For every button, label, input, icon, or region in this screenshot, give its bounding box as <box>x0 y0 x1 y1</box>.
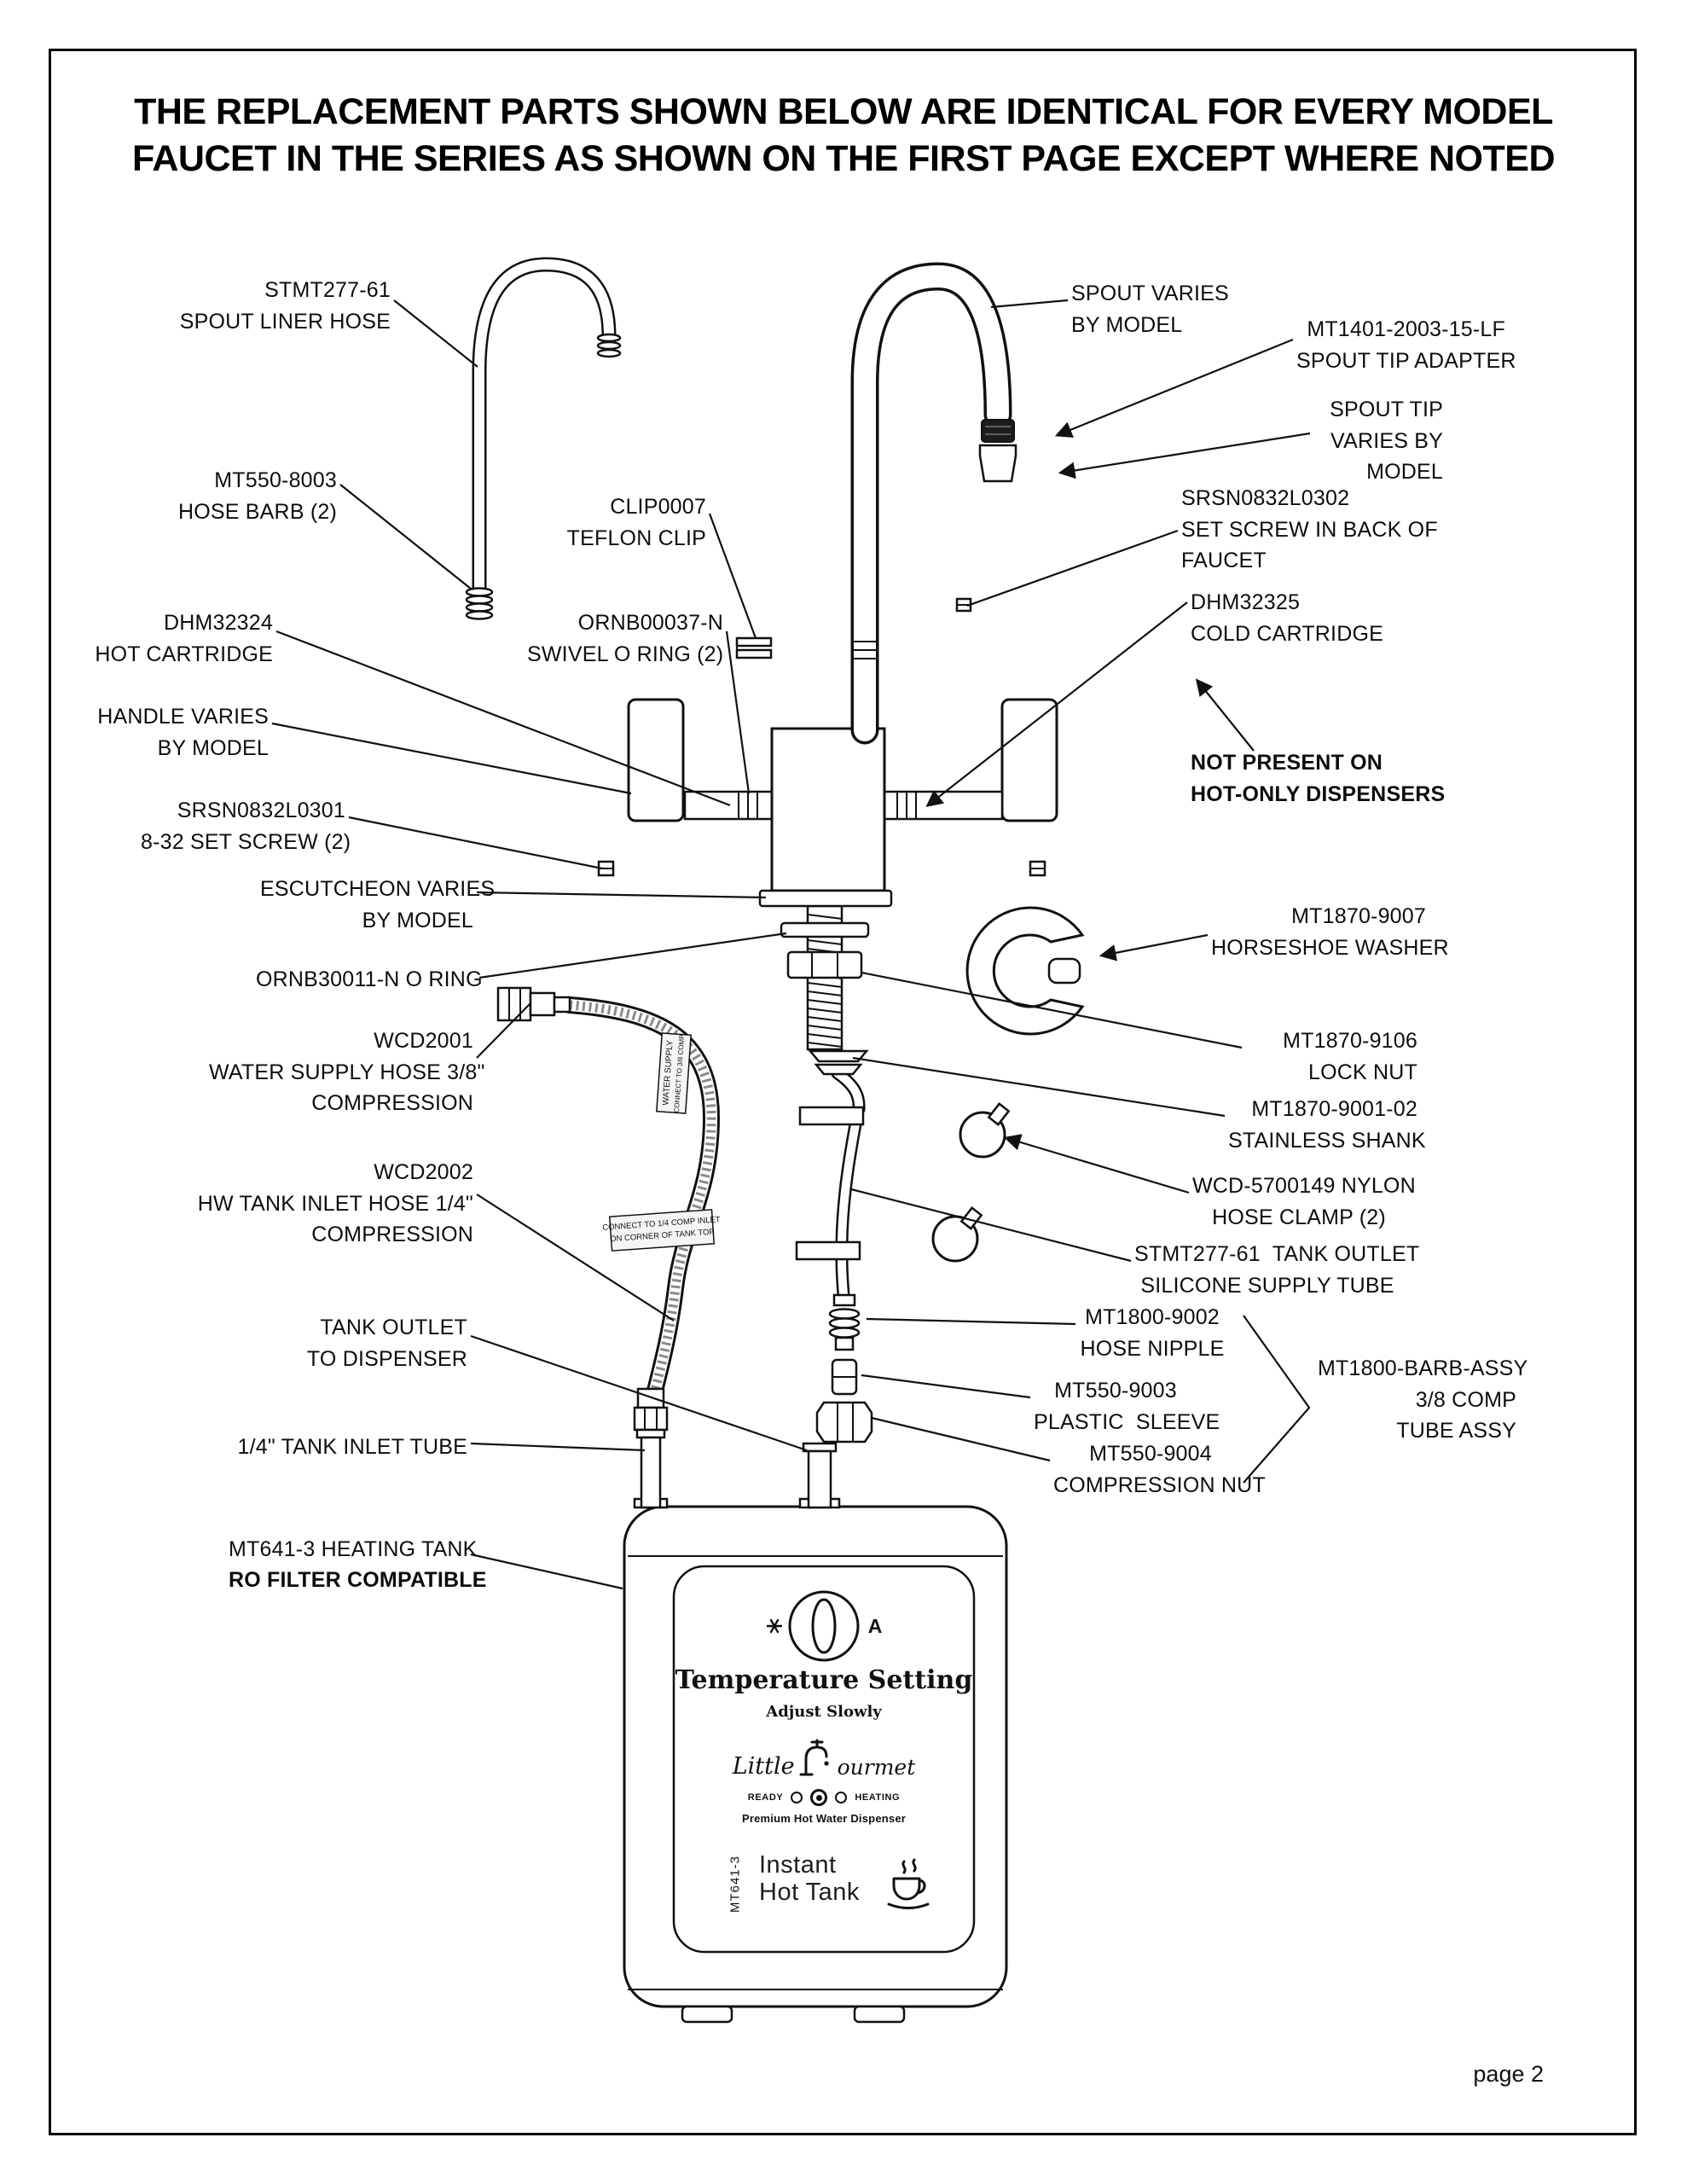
label-tank-outlet: TANK OUTLET TO DISPENSER <box>306 1316 467 1371</box>
plastic-sleeve-drawing <box>831 1358 858 1396</box>
tank-outlet-tube-drawing <box>795 1066 866 1302</box>
brand-little: Little <box>732 1753 795 1780</box>
hot-symbol-a: A <box>868 1615 883 1637</box>
label-ro-filter-compatible: RO FILTER COMPATIBLE <box>229 1568 487 1592</box>
hose-clamp-drawing-2 <box>931 1206 983 1263</box>
hot-tank-line: Hot Tank <box>759 1879 860 1907</box>
faucet-body-block <box>770 727 886 892</box>
brand-ourmet: ourmet <box>837 1755 916 1780</box>
label-spout-tip-varies: SPOUT TIP VARIES BY MODEL <box>1330 398 1443 484</box>
label-teflon-clip: CLIP0007 TEFLON CLIP <box>566 495 706 550</box>
label-spout-varies: SPOUT VARIES BY MODEL <box>1071 282 1229 337</box>
label-handle-varies: HANDLE VARIES BY MODEL <box>97 705 269 760</box>
tank-adjust-slowly: Adjust Slowly <box>766 1703 882 1721</box>
faucet-logo-icon <box>799 1739 829 1776</box>
label-escutcheon: ESCUTCHEON VARIES BY MODEL <box>260 877 496 932</box>
right-handle-drawing <box>1000 698 1058 822</box>
tank-model-vertical: MT641-3 <box>728 1855 743 1914</box>
coffee-cup-icon <box>887 1858 930 1909</box>
spout-drawing <box>735 262 1017 745</box>
label-hose-clamp: WCD-5700149 NYLON HOSE CLAMP (2) <box>1192 1174 1416 1229</box>
instant-hot-tank-wordmark: Instant Hot Tank <box>759 1851 860 1907</box>
faucet-body-drawing <box>597 698 1058 908</box>
indicator-row: READY HEATING <box>674 1786 974 1809</box>
label-tank-inlet-tube: 1/4" TANK INLET TUBE <box>237 1435 467 1459</box>
tank-foot-left <box>681 2005 733 2024</box>
label-compression-nut: MT550-9004 COMPRESSION NUT <box>1053 1442 1266 1497</box>
label-not-present: NOT PRESENT ON HOT-ONLY DISPENSERS <box>1191 751 1446 806</box>
title-line-1: THE REPLACEMENT PARTS SHOWN BELOW ARE ID… <box>134 91 1553 132</box>
dial-knob <box>811 1598 837 1654</box>
ready-label: READY <box>747 1792 784 1803</box>
horseshoe-washer-drawing <box>965 906 1085 1036</box>
ready-light <box>791 1792 803 1804</box>
power-indicator <box>810 1789 828 1806</box>
title-line-2: FAUCET IN THE SERIES AS SHOWN ON THE FIR… <box>131 138 1556 180</box>
page-title: THE REPLACEMENT PARTS SHOWN BELOW ARE ID… <box>0 89 1687 183</box>
instant-line: Instant <box>759 1851 837 1879</box>
label-set-screw-back: SRSN0832L0302 SET SCREW IN BACK OF FAUCE… <box>1181 486 1438 572</box>
svg-text:WATER SUPPLY: WATER SUPPLY <box>661 1040 675 1106</box>
heating-tank-drawing: A <box>623 1497 1008 2024</box>
label-hot-cartridge: DHM32324 HOT CARTRIDGE <box>95 611 273 666</box>
spout-tip-adapter-drawing <box>981 419 1015 443</box>
tank-temperature-setting: Temperature Setting <box>675 1665 973 1695</box>
label-heating-tank: MT641-3 HEATING TANK <box>229 1537 478 1561</box>
label-hose-nipple: MT1800-9002 HOSE NIPPLE <box>1080 1305 1225 1361</box>
barb-fitting-lower <box>795 1240 861 1261</box>
tank-outlet-pipe-drawing <box>802 1442 838 1509</box>
spout-liner-hose-drawing <box>465 257 622 620</box>
label-silicone-tube: STMT277-61 TANK OUTLET SILICONE SUPPLY T… <box>1134 1242 1420 1298</box>
label-spout-liner-hose: STMT277-61 SPOUT LINER HOSE <box>179 278 391 334</box>
label-plastic-sleeve: MT550-9003 PLASTIC SLEEVE <box>1034 1379 1220 1434</box>
compression-fitting-drawing <box>496 986 532 1022</box>
tank-foot-right <box>853 2005 906 2024</box>
label-lock-nut: MT1870-9106 LOCK NUT <box>1283 1029 1417 1084</box>
label-wcd2002: WCD2002 HW TANK INLET HOSE 1/4" COMPRESS… <box>197 1160 473 1246</box>
left-handle-drawing <box>627 698 685 822</box>
hose-tag-water-supply: WATER SUPPLY CONNECT TO 3/8 COMP <box>656 1032 692 1114</box>
label-o-ring: ORNB30011-N O RING <box>256 967 483 991</box>
spout-tip-drawing <box>978 444 1017 483</box>
cold-valve-stem <box>883 790 1004 821</box>
label-swivel-o-ring: ORNB00037-N SWIVEL O RING (2) <box>527 611 724 666</box>
page-number: page 2 <box>1473 2061 1544 2087</box>
label-set-screw-1: SRSN0832L0301 8-32 SET SCREW (2) <box>141 799 351 854</box>
tank-premium-line: Premium Hot Water Dispenser <box>741 1812 907 1825</box>
label-barb-assy: MT1800-BARB-ASSY 3/8 COMP TUBE ASSY <box>1318 1356 1528 1443</box>
label-hose-barb: MT550-8003 HOSE BARB (2) <box>178 468 337 524</box>
brand-logo: Little ourmet <box>674 1734 974 1780</box>
label-wcd2001: WCD2001 WATER SUPPLY HOSE 3/8" COMPRESSI… <box>209 1029 485 1115</box>
heating-light <box>835 1792 848 1804</box>
hose-nipple-drawing <box>828 1293 861 1351</box>
cold-symbol-icon <box>767 1618 782 1634</box>
compression-nut-drawing <box>815 1401 873 1443</box>
tank-front-label <box>672 1565 976 1954</box>
teflon-clip-drawing <box>735 636 773 648</box>
page-border <box>49 49 1637 2135</box>
leader-lines <box>271 299 1311 1590</box>
water-supply-hose-drawing <box>496 986 721 1399</box>
heating-label: HEATING <box>855 1792 901 1803</box>
label-cold-cartridge: DHM32325 COLD CARTRIDGE <box>1191 590 1383 646</box>
label-stainless-shank: MT1870-9001-02 STAINLESS SHANK <box>1228 1097 1426 1153</box>
label-horseshoe-washer: MT1870-9007 HORSESHOE WASHER <box>1211 904 1449 960</box>
shank-drawing <box>780 904 870 1076</box>
escutcheon-drawing <box>758 889 893 908</box>
hose-clamp-drawing-1 <box>959 1102 1011 1159</box>
hose-tag-tank-inlet: CONNECT TO 1/4 COMP INLET ON CORNER OF T… <box>602 1209 721 1252</box>
lock-nut-drawing <box>786 950 863 979</box>
barb-fitting-upper <box>798 1106 865 1126</box>
label-spout-tip-adapter: MT1401-2003-15-LF SPOUT TIP ADAPTER <box>1296 317 1516 373</box>
o-ring-flange <box>780 921 870 938</box>
tank-inlet-fitting-drawing <box>633 1387 669 1509</box>
